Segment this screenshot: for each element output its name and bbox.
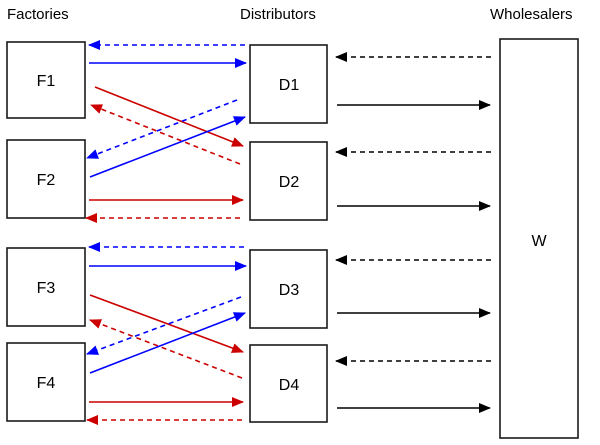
node-d4: D4 [249, 344, 328, 423]
node-d1: D1 [249, 44, 328, 124]
edges-layer [85, 40, 491, 425]
node-f4: F4 [6, 342, 86, 422]
column-header-wholesalers: Wholesalers [490, 6, 573, 23]
node-d1-box [249, 44, 328, 124]
edge-d4-to-f3 [89, 319, 243, 379]
node-d4-label: D4 [279, 377, 300, 394]
node-d1-label: D1 [279, 77, 300, 94]
edge-d2-to-f1 [90, 104, 241, 165]
edge-d3-to-f4 [86, 296, 242, 355]
node-f1-label: F1 [37, 73, 56, 90]
node-d2-box [249, 141, 328, 221]
node-f1: F1 [6, 41, 86, 119]
node-f2-label: F2 [37, 172, 56, 189]
node-d4-box [249, 344, 328, 423]
column-header-factories: Factories [7, 6, 69, 23]
node-d3-box [249, 249, 328, 329]
node-f3-box [6, 247, 86, 327]
node-f2-box [6, 139, 86, 219]
node-d2: D2 [249, 141, 328, 221]
edge-f2-to-d1 [89, 116, 246, 178]
edge-f3-to-d4 [89, 294, 244, 353]
node-f4-label: F4 [37, 375, 56, 392]
node-f3-label: F3 [37, 280, 56, 297]
node-w-box [499, 38, 579, 439]
column-header-distributors: Distributors [240, 6, 316, 23]
node-f4-box [6, 342, 86, 422]
node-w-label: W [531, 233, 547, 250]
node-d3-label: D3 [279, 282, 300, 299]
node-f2: F2 [6, 139, 86, 219]
node-d3: D3 [249, 249, 328, 329]
node-f3: F3 [6, 247, 86, 327]
node-w: W [499, 38, 579, 439]
node-f1-box [6, 41, 86, 119]
edge-f1-to-d2 [94, 86, 244, 147]
edge-f4-to-d3 [89, 312, 246, 374]
node-d2-label: D2 [279, 174, 300, 191]
